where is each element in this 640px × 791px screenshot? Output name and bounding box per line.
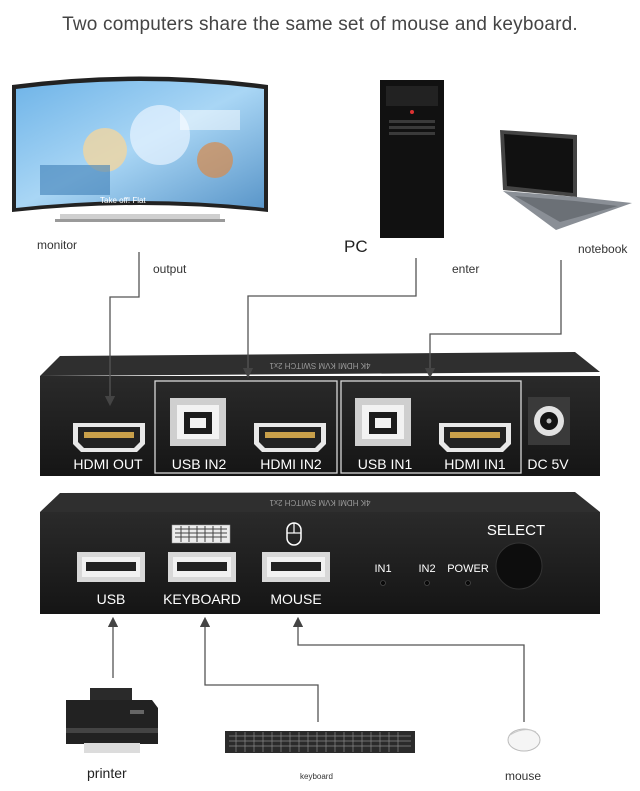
usb-a-port-icon bbox=[168, 552, 236, 582]
port-label-usb: USB bbox=[97, 591, 126, 607]
label-printer: printer bbox=[87, 765, 127, 781]
port-label-usb-in2: USB IN2 bbox=[172, 456, 227, 472]
pc-tower-icon bbox=[380, 80, 444, 238]
usb-a-port-icon bbox=[262, 552, 330, 582]
hdmi-port-icon bbox=[439, 423, 511, 452]
rear-panel-print: 4K HDMI KVM SWITCH 2x1 bbox=[269, 361, 370, 370]
front-panel-print: 4K HDMI KVM SWITCH 2x1 bbox=[269, 498, 370, 507]
dc-jack-icon bbox=[528, 397, 570, 445]
led-in1 bbox=[381, 581, 386, 586]
port-label-hdmi-out: HDMI OUT bbox=[73, 456, 143, 472]
usb-a-port-icon bbox=[77, 552, 145, 582]
port-label-usb-in1: USB IN1 bbox=[358, 456, 413, 472]
printer-icon bbox=[66, 688, 158, 753]
label-monitor: monitor bbox=[37, 238, 77, 252]
laptop-icon bbox=[500, 130, 632, 230]
led-in2 bbox=[425, 581, 430, 586]
port-label-dc-5v: DC 5V bbox=[527, 456, 569, 472]
port-label-hdmi-in2: HDMI IN2 bbox=[260, 456, 322, 472]
led-label-in1: IN1 bbox=[374, 563, 391, 575]
monitor-caption: Take off! Flat bbox=[100, 196, 146, 205]
led-label-power: POWER bbox=[447, 563, 489, 575]
label-output: output bbox=[153, 262, 186, 276]
connector-mouse bbox=[298, 622, 524, 722]
label-keyboard: keyboard bbox=[300, 772, 333, 781]
port-label-mouse: MOUSE bbox=[270, 591, 321, 607]
usb-b-port-icon bbox=[355, 398, 411, 446]
select-label: SELECT bbox=[487, 522, 545, 539]
connector-keyboard bbox=[205, 622, 318, 722]
select-button-icon[interactable] bbox=[496, 543, 542, 589]
label-pc: PC bbox=[344, 237, 368, 257]
usb-b-port-icon bbox=[170, 398, 226, 446]
label-mouse: mouse bbox=[505, 769, 541, 783]
label-notebook: notebook bbox=[578, 242, 627, 256]
hdmi-port-icon bbox=[254, 423, 326, 452]
led-power bbox=[466, 581, 471, 586]
hdmi-port-icon bbox=[73, 423, 145, 452]
led-label-in2: IN2 bbox=[418, 563, 435, 575]
keyboard-icon bbox=[225, 731, 415, 753]
label-enter: enter bbox=[452, 262, 479, 276]
port-label-keyboard: KEYBOARD bbox=[163, 591, 241, 607]
keyboard-icon bbox=[172, 525, 230, 543]
port-label-hdmi-in1: HDMI IN1 bbox=[444, 456, 506, 472]
mouse-icon bbox=[508, 729, 540, 751]
